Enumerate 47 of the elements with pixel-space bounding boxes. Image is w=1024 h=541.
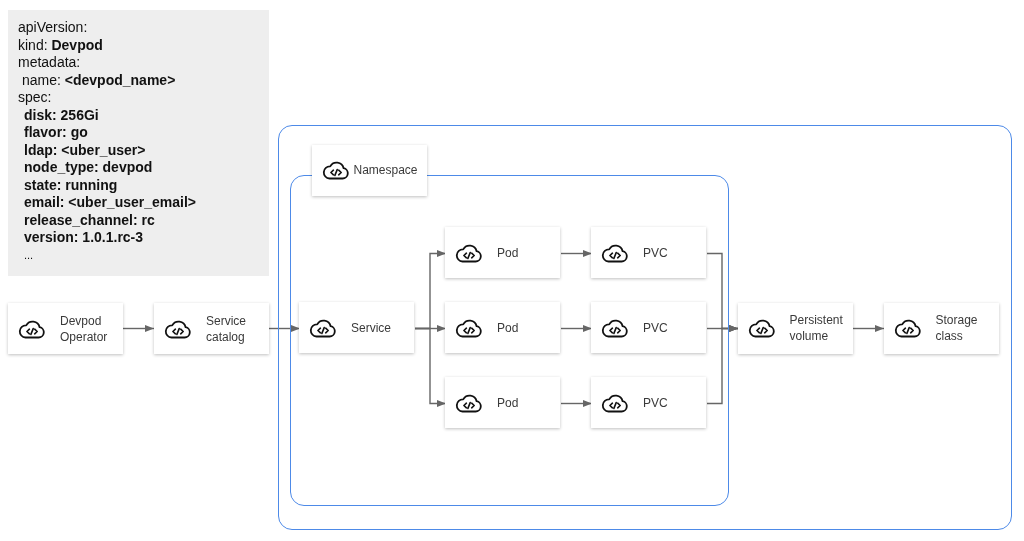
component-card: [591, 302, 706, 353]
node-label: Persistent volume: [789, 312, 844, 344]
component-card: [445, 227, 560, 278]
arrow: [414, 327, 447, 407]
code-line: disk: 256Gi: [24, 106, 99, 124]
node-label: Pod: [497, 319, 519, 336]
node-label: PVC: [643, 319, 668, 336]
component-card: [154, 303, 269, 354]
code-line: ldap: <uber_user>: [24, 141, 146, 159]
component-card: [299, 302, 414, 353]
component-card: [445, 377, 560, 428]
code-line: ...: [24, 247, 34, 263]
node-label: Service catalog: [206, 312, 247, 345]
node-label: Pod: [497, 394, 519, 411]
arrow: [122, 325, 155, 332]
node-label: PVC: [643, 394, 668, 411]
arrow: [560, 250, 593, 257]
component-card: [883, 302, 999, 354]
component-card: [737, 302, 853, 354]
component-card: [591, 377, 706, 428]
node-label: Namespace: [353, 162, 416, 178]
node-label: Pod: [497, 244, 519, 261]
arrow: [706, 325, 739, 405]
component-card: [311, 144, 427, 196]
node-label: Storage class: [935, 312, 979, 344]
node-label: Devpod Operator: [60, 312, 109, 345]
cluster-frame: [278, 125, 1012, 530]
code-line: name: <devpod_name>: [22, 71, 176, 89]
node-label: Service: [351, 319, 391, 336]
code-line: apiVersion:: [18, 19, 88, 37]
arrow: [268, 325, 301, 332]
component-card: [445, 302, 560, 353]
node-label: PVC: [643, 244, 668, 261]
arrow: [852, 325, 885, 332]
code-line: kind: Devpod: [18, 36, 103, 54]
arrow: [560, 325, 593, 332]
code-line: version: 1.0.1.rc-3: [24, 229, 144, 247]
code-line: node_type: devpod: [24, 159, 153, 177]
arrow: [560, 400, 593, 407]
code-line: metadata:: [18, 54, 81, 72]
code-line: email: <uber_user_email>: [24, 194, 196, 212]
code-line: flavor: go: [24, 124, 88, 142]
code-line: state: running: [24, 176, 118, 194]
component-card: [8, 303, 123, 354]
code-line: spec:: [18, 89, 52, 107]
component-card: [591, 227, 706, 278]
code-line: release_channel: rc: [24, 211, 155, 229]
